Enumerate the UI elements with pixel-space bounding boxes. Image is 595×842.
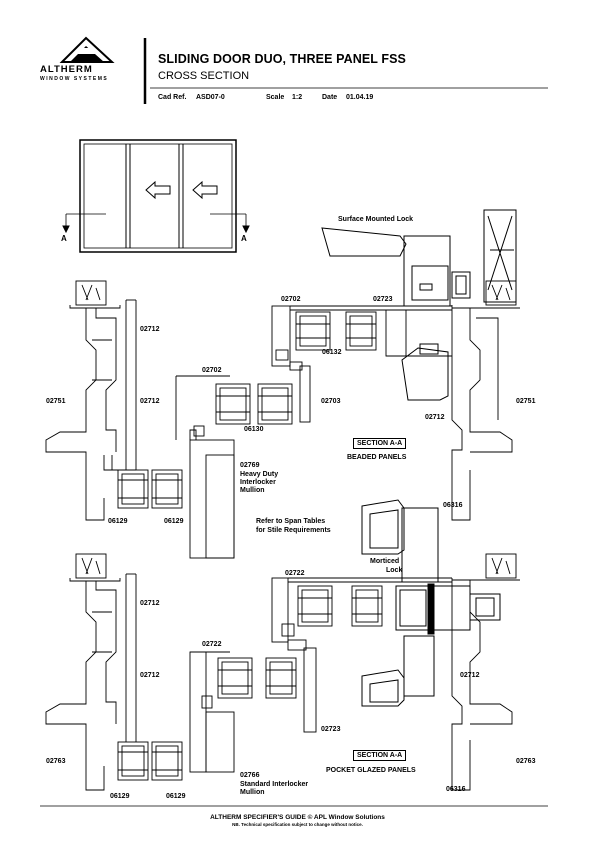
section-label-upper: SECTION A-A [353,438,407,449]
lower-section [45,553,520,791]
label-surface-mounted-lock: Surface Mounted Lock [338,216,414,223]
code-02722-b: 02722 [202,641,222,648]
section-marker-left: A [61,234,67,243]
logo-name: ALTHERM [40,64,93,75]
code-02769: 02769 [240,462,260,469]
footer-disclaimer: NB. Technical specification subject to c… [232,822,363,827]
desc-02769-line2: Interlocker [240,479,276,486]
span-note-line1: Refer to Span Tables [256,518,326,525]
code-02723-lower: 02723 [321,726,341,733]
code-02702: 02702 [281,296,301,303]
code-06129-lower-b: 06129 [166,793,186,800]
code-02723: 02723 [373,296,393,303]
desc-02769-line3: Mullion [240,487,265,494]
code-06130: 06130 [244,426,264,433]
code-02751-right: 02751 [516,398,536,405]
code-02703: 02703 [321,398,341,405]
code-02712-c: 02712 [425,414,445,421]
scale-value: 1:2 [292,94,303,101]
code-02712-lower-b: 02712 [140,672,160,679]
section-label-lower: SECTION A-A [353,750,407,761]
code-06129-upper-a: 06129 [108,518,128,525]
code-02751-left: 02751 [46,398,66,405]
code-02763-left: 02763 [46,758,66,765]
code-02712-lower-a: 02712 [140,600,160,607]
page-subtitle: CROSS SECTION [158,70,250,82]
code-06316-top: 06316 [443,502,463,509]
desc-02766-line2: Mullion [240,789,265,796]
date-label: Date [322,94,338,101]
code-06132: 06132 [322,349,342,356]
section-desc-upper: BEADED PANELS [347,454,407,461]
page-title: SLIDING DOOR DUO, THREE PANEL FSS [158,52,406,66]
code-02712-lower-c: 02712 [460,672,480,679]
footer-copyright: ALTHERM SPECIFIER'S GUIDE © APL Window S… [210,814,385,821]
code-02712-a: 02712 [140,326,160,333]
date-value: 01.04.19 [346,94,374,101]
morticed-lock-line1: Morticed [370,558,400,565]
code-06129-upper-b: 06129 [164,518,184,525]
desc-02769-line1: Heavy Duty [240,471,279,478]
logo-tagline: WINDOW SYSTEMS [40,76,109,82]
code-06316-bottom: 06316 [446,786,466,793]
code-02712-b: 02712 [140,398,160,405]
span-note-line2: for Stile Requirements [256,527,331,534]
code-02722-a: 02722 [285,570,305,577]
scale-label: Scale [266,94,285,101]
code-02702-b: 02702 [202,367,222,374]
altherm-logo-mark [59,36,115,63]
elevation-view [62,139,250,253]
surface-mounted-lock [321,209,517,401]
section-desc-lower: POCKET GLAZED PANELS [326,767,416,774]
morticed-lock-line2: Lock [386,567,403,574]
cad-ref-value: ASD07-0 [196,94,225,101]
code-06129-lower-a: 06129 [110,793,130,800]
code-02766: 02766 [240,772,260,779]
code-02763-right: 02763 [516,758,536,765]
upper-section [45,280,520,559]
section-marker-right: A [241,234,247,243]
cad-ref-label: Cad Ref. [158,94,187,101]
desc-02766-line1: Standard Interlocker [240,781,309,788]
